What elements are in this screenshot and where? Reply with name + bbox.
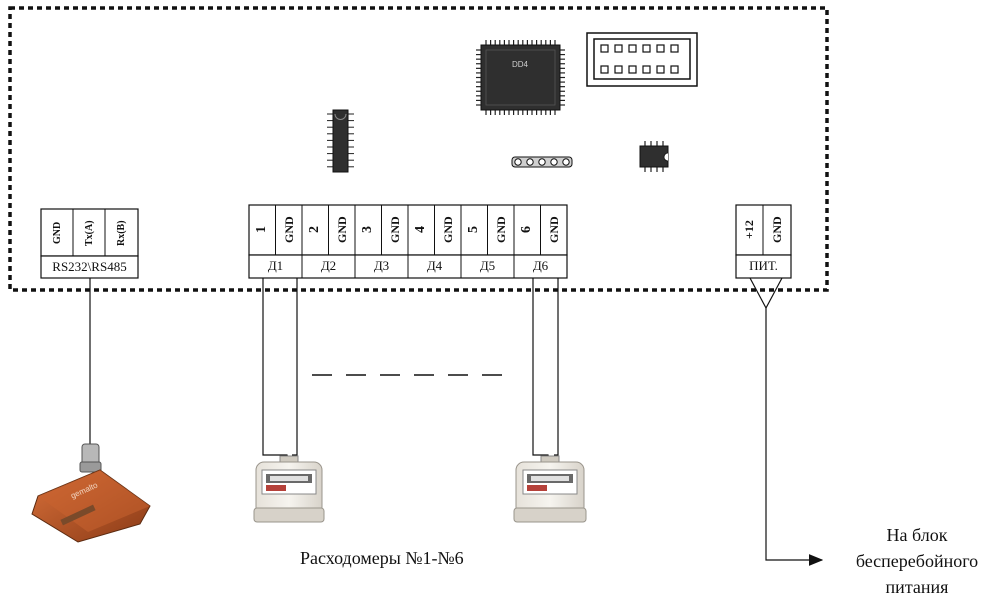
gsm-modem <box>31 443 151 543</box>
idc-pin <box>656 44 665 53</box>
terminal-label-gnd: GND <box>546 216 561 244</box>
ups-caption-line-2: бесперебойного <box>855 551 979 571</box>
header-pin <box>526 158 534 166</box>
wires <box>89 277 824 566</box>
idc-pin <box>614 44 623 53</box>
terminal-label-channel: 5 <box>466 226 481 234</box>
terminal-label-gnd: GND <box>493 216 508 244</box>
idc-pin <box>600 44 609 53</box>
idc-pin <box>642 65 651 74</box>
header-pin <box>562 158 570 166</box>
header-pin <box>514 158 522 166</box>
idc-pin <box>670 65 679 74</box>
power-block-caption: ПИТ. <box>749 258 778 273</box>
terminal-label-gnd: GND <box>52 221 63 245</box>
pin-header <box>511 156 573 168</box>
sensor-caption: Д2 <box>320 258 337 273</box>
terminal-label-gnd: GND <box>440 216 455 244</box>
idc-pin <box>600 65 609 74</box>
terminal-label-power-gnd: GND <box>770 216 784 244</box>
soic-chip <box>639 141 669 172</box>
serial-terminal-block <box>40 208 139 279</box>
flow-meter-1 <box>253 455 325 523</box>
idc-pin <box>656 65 665 74</box>
idc-pin <box>628 44 637 53</box>
serial-block-caption: RS232\RS485 <box>52 259 127 274</box>
chip-label: DD4 <box>511 60 528 69</box>
terminal-label-channel: 3 <box>360 226 375 234</box>
terminal-label-channel: 4 <box>413 226 428 234</box>
power-terminal-block <box>735 204 792 279</box>
header-pin <box>550 158 558 166</box>
idc-pin <box>614 65 623 74</box>
idc-header <box>586 32 698 87</box>
sensor-caption: Д1 <box>267 258 284 273</box>
terminal-label-tx: Tx(A) <box>84 220 95 246</box>
board-outline <box>8 6 829 292</box>
terminal-label-channel: 2 <box>307 226 322 234</box>
terminal-label-channel: 6 <box>519 226 534 234</box>
terminal-label-gnd: GND <box>334 216 349 244</box>
ups-caption: На блок бесперебойного питания <box>830 522 1004 600</box>
terminal-label-gnd: GND <box>387 216 402 244</box>
sensor-caption: Д5 <box>479 258 496 273</box>
terminal-label-rx: Rx(B) <box>116 220 127 246</box>
idc-pin <box>642 44 651 53</box>
meters-caption: Расходомеры №1-№6 <box>300 548 464 568</box>
header-pin <box>538 158 546 166</box>
idc-pin <box>670 44 679 53</box>
terminal-label-channel: 1 <box>254 226 269 234</box>
flow-meter-6 <box>513 455 587 523</box>
sensor-terminal-block <box>248 204 568 279</box>
terminal-label-plus12: +12 <box>742 220 756 240</box>
sensor-caption: Д4 <box>426 258 443 273</box>
dip-chip <box>327 109 354 173</box>
ups-caption-line-3: питания <box>885 577 949 597</box>
sensor-caption: Д6 <box>532 258 549 273</box>
ups-caption-line-1: На блок <box>886 525 948 545</box>
sensor-caption: Д3 <box>373 258 390 273</box>
chip-dd4 <box>476 40 565 115</box>
idc-pin <box>628 65 637 74</box>
terminal-label-gnd: GND <box>281 216 296 244</box>
